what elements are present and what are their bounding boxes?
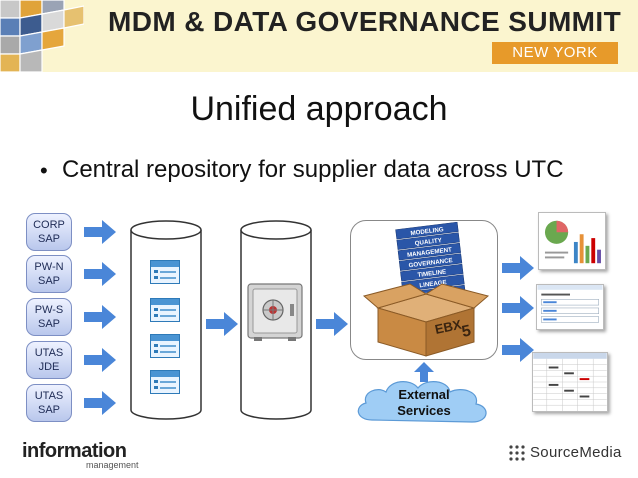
external-services-label: External Services (350, 387, 498, 419)
cloud-icon (357, 381, 487, 423)
ebx-brand: EBX (434, 317, 464, 337)
arrow-right-icon (84, 220, 116, 244)
source-label-line1: CORP (33, 219, 65, 231)
arrow-right-icon (316, 312, 348, 336)
ebx-feature-label: MODELING (395, 222, 459, 240)
source-corp-sap: CORP SAP (26, 213, 72, 251)
arrow-right-icon (502, 296, 534, 320)
source-utas-jde: UTAS JDE (26, 341, 72, 379)
ebx-feature-label-text: LINEAGE (419, 279, 447, 289)
source-label-line2: SAP (37, 404, 60, 416)
source-label-line1: UTAS (34, 347, 64, 359)
city-badge: NEW YORK (492, 42, 618, 64)
cubes-logo-icon (0, 0, 84, 72)
information-management-logo-sub: management (86, 460, 139, 470)
bullet-text: Central repository for supplier data acr… (62, 156, 564, 183)
application-window-icon (150, 370, 180, 394)
source-label-line2: SAP (37, 233, 60, 245)
source-pwn-sap: PW-N SAP (26, 255, 72, 293)
external-services-line2: Services (397, 403, 451, 418)
ebx-version: 5 (460, 322, 472, 340)
application-window-icon (150, 298, 180, 322)
arrow-up-icon (414, 362, 434, 382)
vault-icon (247, 283, 303, 341)
source-label-line2: JDE (38, 361, 60, 373)
arrow-right-icon (206, 312, 238, 336)
ebx-feature-label-text: QUALITY (414, 237, 443, 247)
ebx-feature-label-text: TIMELINE (417, 268, 447, 278)
source-label-line1: PW-N (34, 261, 64, 273)
application-window-icon (150, 260, 180, 284)
bullet-icon: • (40, 158, 48, 183)
information-management-logo: information (22, 440, 127, 462)
arrow-right-icon (84, 305, 116, 329)
application-window-icon (150, 334, 180, 358)
sourcemedia-logo: SourceMedia (530, 444, 622, 461)
source-utas-sap: UTAS SAP (26, 384, 72, 422)
source-label-line1: PW-S (34, 304, 64, 316)
event-title: MDM & DATA GOVERNANCE SUMMIT (108, 6, 622, 37)
ebx-feature-label: TIMELINE (400, 263, 464, 282)
arrow-right-icon (84, 262, 116, 286)
source-pws-sap: PW-S SAP (26, 298, 72, 336)
ebx-box-illustration: MODELINGQUALITYMANAGEMENTGOVERNANCETIMEL… (362, 222, 490, 357)
arrow-right-icon (502, 338, 534, 362)
sourcemedia-mark-icon (509, 445, 525, 461)
form-report-thumbnail (536, 284, 604, 330)
external-services-line1: External (398, 387, 450, 402)
arrow-right-icon (502, 256, 534, 280)
spreadsheet-thumbnail (532, 352, 608, 412)
staging-cylinder (130, 220, 202, 420)
source-label-line1: UTAS (34, 390, 64, 402)
slide-title: Unified approach (190, 90, 448, 128)
ebx-feature-label: QUALITY (396, 232, 460, 250)
source-label-line2: SAP (37, 318, 60, 330)
arrow-right-icon (84, 348, 116, 372)
source-label-line2: SAP (37, 275, 60, 287)
chart-report-thumbnail (538, 212, 606, 270)
arrow-right-icon (84, 391, 116, 415)
ebx-feature-label-text: MODELING (410, 226, 444, 237)
